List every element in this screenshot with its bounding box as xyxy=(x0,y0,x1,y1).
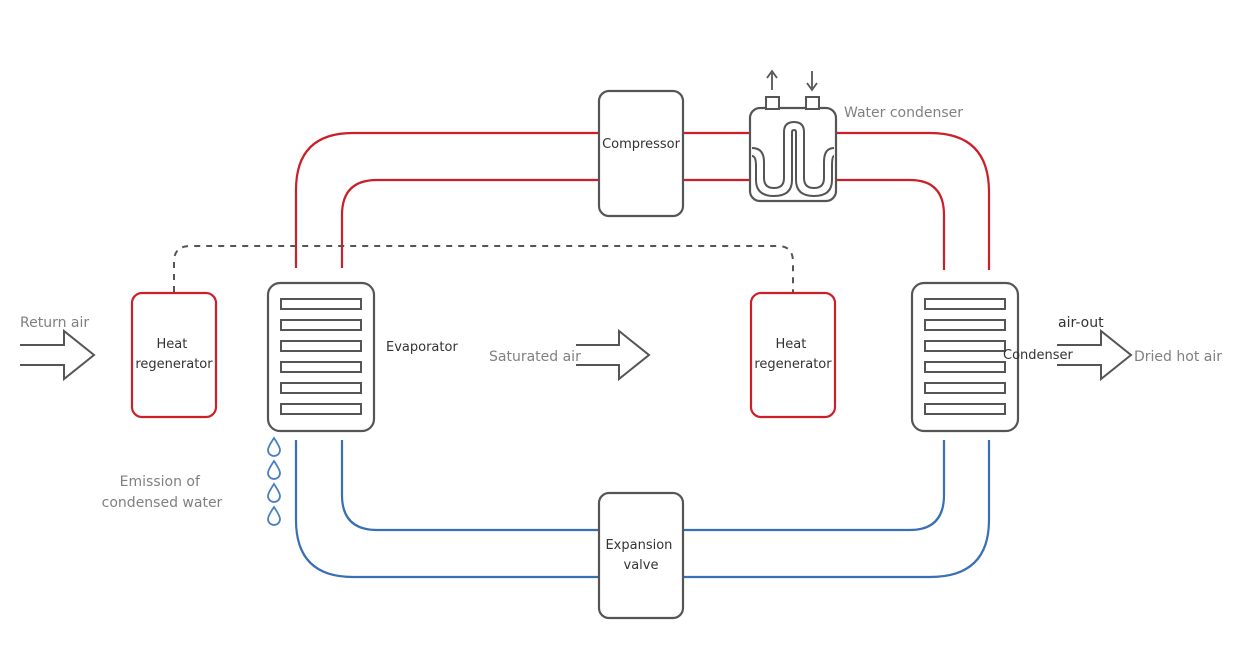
heat-regenerator-left-label: Heat regenerator xyxy=(135,337,213,372)
air-out-label: air-out xyxy=(1058,315,1104,331)
saturated-air-label: Saturated air xyxy=(489,349,581,365)
hot-pipe-inner xyxy=(340,178,946,270)
water-drop-icon xyxy=(267,436,281,457)
water-outlet-port xyxy=(765,96,780,110)
water-condenser xyxy=(748,69,838,203)
arrow-down-icon xyxy=(806,71,818,92)
expansion-valve-box xyxy=(597,491,685,620)
evaporator-label: Evaporator xyxy=(386,340,458,355)
water-condenser-coil xyxy=(751,120,835,190)
water-drop-icon xyxy=(267,505,281,526)
heat-regenerator-right-box xyxy=(749,291,837,419)
arrow-up-icon xyxy=(766,69,778,90)
hot-pipe-outer xyxy=(294,131,991,270)
dried-air-arrow-icon xyxy=(1057,328,1133,382)
heat-regenerator-left-box xyxy=(130,291,218,419)
compressor-label: Compressor xyxy=(602,137,681,152)
saturated-air-arrow-icon xyxy=(576,328,651,382)
cold-pipe-loop xyxy=(294,440,991,579)
hot-pipe-loop xyxy=(294,131,991,270)
emission-condensed-water-label: Emission of condensed water xyxy=(102,474,223,511)
condenser-label: Condenser xyxy=(1003,348,1074,363)
compressor-box xyxy=(597,89,685,218)
evaporator xyxy=(266,281,376,433)
regenerator-dashed-link xyxy=(173,245,794,292)
water-inlet-port xyxy=(805,96,820,110)
expansion-valve-label: Expansion valve xyxy=(605,538,676,573)
dried-hot-air-label: Dried hot air xyxy=(1134,349,1222,365)
cold-pipe-outer xyxy=(294,440,991,579)
cold-pipe-inner xyxy=(340,440,946,532)
water-drop-icon xyxy=(267,459,281,480)
condenser xyxy=(910,281,1020,433)
return-air-label: Return air xyxy=(20,315,89,331)
heat-regenerator-right-label: Heat regenerator xyxy=(754,337,832,372)
water-condenser-label: Water condenser xyxy=(844,105,963,121)
evaporator-fins xyxy=(280,298,362,415)
water-condenser-coil-inner xyxy=(751,128,835,198)
water-drops xyxy=(267,436,281,526)
water-drop-icon xyxy=(267,482,281,503)
return-air-arrow-icon xyxy=(20,328,96,382)
condenser-fins xyxy=(924,298,1006,415)
